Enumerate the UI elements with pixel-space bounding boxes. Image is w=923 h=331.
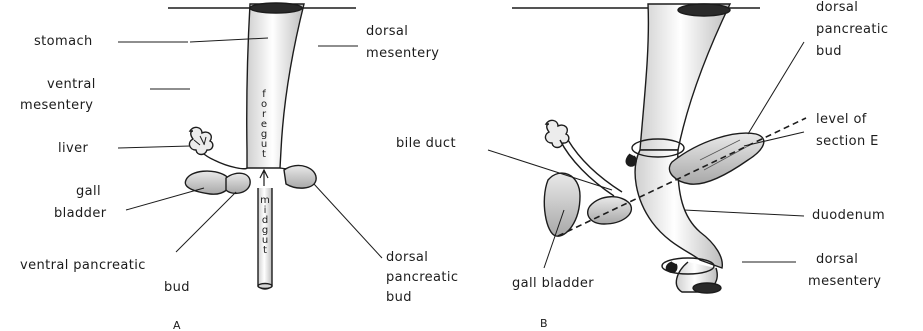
label-gall-bladder-a-line2: bladder xyxy=(54,206,106,222)
label-gall-bladder-b: gall bladder xyxy=(512,276,594,292)
label-level-of-section-line2: section E xyxy=(816,134,879,150)
label-dorsal-pancreatic-bud-a-line3: bud xyxy=(386,290,412,306)
label-dorsal-mesentery-a-line1: dorsal xyxy=(366,24,408,40)
label-duodenum: duodenum xyxy=(812,208,885,224)
label-dorsal-pancreatic-bud-a-line1: dorsal xyxy=(386,250,428,266)
panel-a-drawing xyxy=(118,3,382,289)
label-dorsal-pancreatic-bud-b-line1: dorsal xyxy=(816,0,858,16)
label-gall-bladder-a-line1: gall xyxy=(76,184,101,200)
panel-letter-a: A xyxy=(173,318,181,331)
label-dorsal-mesentery-b-line1: dorsal xyxy=(816,252,858,268)
label-dorsal-mesentery-b-line2: mesentery xyxy=(808,274,881,290)
label-ventral-mesentery-line2: mesentery xyxy=(20,98,93,114)
label-stomach: stomach xyxy=(34,34,93,50)
label-level-of-section-line1: level of xyxy=(816,112,867,128)
label-bile-duct: bile duct xyxy=(396,136,456,152)
panel-letter-b: B xyxy=(540,316,548,331)
midgut-letter-char-5: t xyxy=(259,246,271,256)
label-dorsal-pancreatic-bud-b-line2: pancreatic xyxy=(816,22,889,38)
panel-b-drawing xyxy=(488,4,806,293)
label-ventral-mesentery-line1: ventral xyxy=(47,77,96,93)
label-liver: liver xyxy=(58,141,88,157)
foregut-letter-char-6: t xyxy=(258,150,270,160)
label-ventral-pancreatic-bud-line1: ventral pancreatic xyxy=(20,258,146,274)
label-dorsal-mesentery-a-line2: mesentery xyxy=(366,46,439,62)
label-dorsal-pancreatic-bud-b-line3: bud xyxy=(816,44,842,60)
label-ventral-pancreatic-bud-line2: bud xyxy=(164,280,190,296)
label-dorsal-pancreatic-bud-a-line2: pancreatic xyxy=(386,270,459,286)
